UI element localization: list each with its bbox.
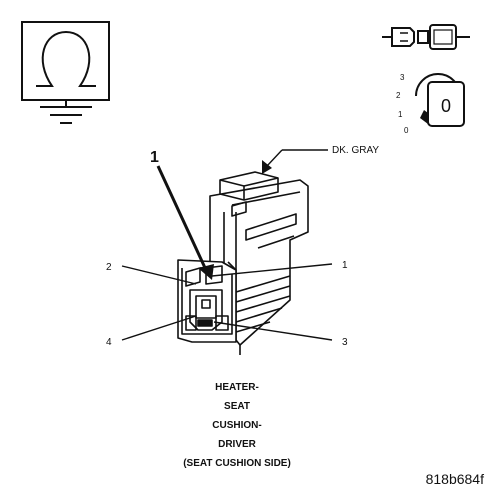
omega-heater-ground-icon <box>21 21 110 124</box>
color-arrowhead <box>262 160 272 174</box>
pin-4-label: 4 <box>106 337 112 348</box>
pin-1-callout-label: 1 <box>150 149 159 166</box>
pin-1-callout-arrowhead <box>198 264 214 280</box>
key-position-2: 2 <box>396 91 401 100</box>
pin-1-leader <box>211 263 333 277</box>
connector-color-label: DK. GRAY <box>332 145 379 156</box>
caption-line-2: SEAT <box>224 401 250 412</box>
pin-2-leader <box>121 265 197 285</box>
caption-line-4: DRIVER <box>218 439 257 450</box>
key-position-0: 0 <box>404 126 409 135</box>
key-position-1: 1 <box>398 110 403 119</box>
connector-pair-icon <box>382 24 470 50</box>
pin-1-callout-arrow <box>156 165 208 271</box>
pin-3-label: 3 <box>342 337 348 348</box>
pin-4-leader <box>121 315 197 341</box>
ignition-key-icon: 0 3 2 1 0 <box>396 73 465 135</box>
pin-3-leader <box>213 321 333 341</box>
caption-line-3: CUSHION- <box>212 420 261 431</box>
pin-2-label: 2 <box>106 262 112 273</box>
key-position-3: 3 <box>400 73 405 82</box>
color-leader-line <box>266 149 283 167</box>
pin-1-label: 1 <box>342 260 348 271</box>
caption-line-5: (SEAT CUSHION SIDE) <box>183 458 291 469</box>
figure-id: 818b684f <box>426 471 485 487</box>
callout-leaders <box>121 149 333 341</box>
connector-housing <box>177 171 309 355</box>
key-face-label: 0 <box>441 96 451 116</box>
caption-line-1: HEATER- <box>215 382 259 393</box>
